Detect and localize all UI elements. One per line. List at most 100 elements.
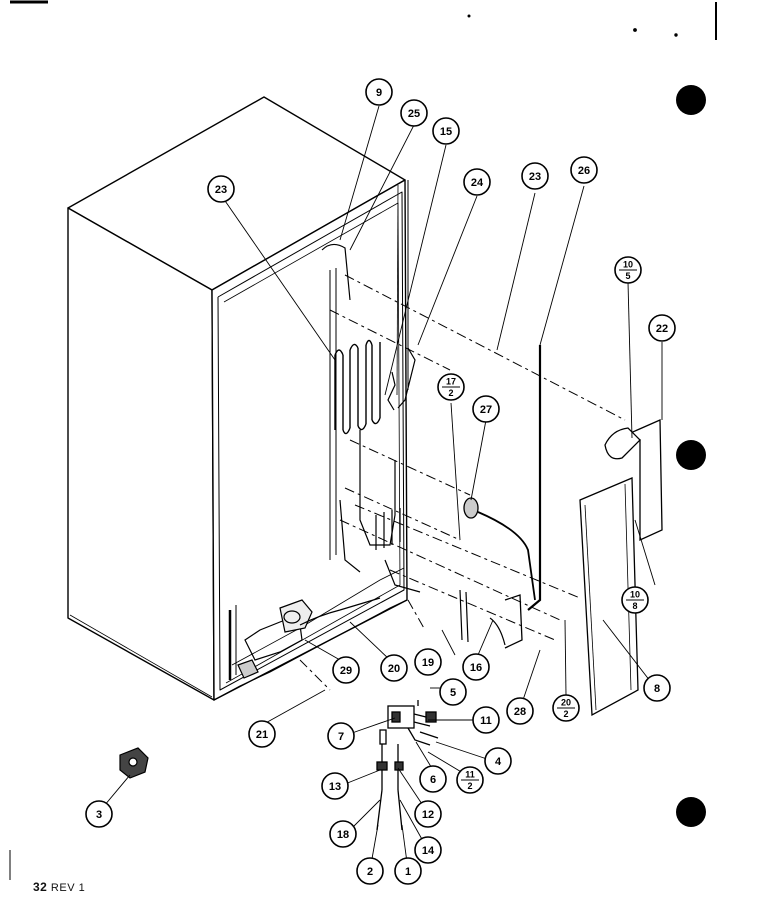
callout-17-2: 172 (437, 373, 465, 401)
callout-circle (332, 656, 360, 684)
callout-23b: 23 (521, 162, 549, 190)
callout-circle (329, 820, 357, 848)
callout-8: 8 (643, 674, 671, 702)
callout-label: 5 (450, 687, 456, 699)
callout-circle (570, 156, 598, 184)
callout-fraction-top: 20 (561, 698, 571, 708)
callout-fraction-top: 17 (446, 377, 456, 387)
callout-label: 2 (367, 866, 373, 878)
callout-9: 9 (365, 78, 393, 106)
callout-circle (462, 653, 490, 681)
callout-15: 15 (432, 117, 460, 145)
callout-fraction-bottom: 2 (467, 781, 472, 791)
callout-circle (85, 800, 113, 828)
callout-circle (439, 678, 467, 706)
binder-hole-bottom (676, 797, 706, 827)
callout-fraction-bottom: 8 (632, 601, 637, 611)
callout-circle (506, 697, 534, 725)
condenser-coil (321, 243, 381, 560)
callout-20: 20 (380, 654, 408, 682)
part-3 (119, 747, 149, 779)
callout-label: 21 (256, 729, 268, 741)
callout-circle (365, 78, 393, 106)
callout-25: 25 (400, 99, 428, 127)
callout-circle (400, 99, 428, 127)
callout-label: 11 (480, 715, 492, 727)
callout-label: 9 (376, 87, 382, 99)
callout-21: 21 (248, 720, 276, 748)
callout-circle (394, 857, 422, 885)
page-footer: 32 REV 1 (33, 880, 85, 894)
callout-fraction-bottom: 2 (448, 388, 453, 398)
callout-26: 26 (570, 156, 598, 184)
callout-label: 12 (422, 809, 434, 821)
callout-circle (419, 765, 447, 793)
callout-circle (414, 836, 442, 864)
callout-label: 29 (340, 665, 352, 677)
callout-6: 6 (419, 765, 447, 793)
callout-circle (414, 800, 442, 828)
callout-fraction-bottom: 5 (625, 271, 630, 281)
callout-label: 8 (654, 683, 660, 695)
callout-label: 16 (470, 662, 482, 674)
callout-label: 15 (440, 126, 452, 138)
callout-label: 27 (480, 404, 492, 416)
callout-label: 24 (471, 177, 484, 189)
callout-10-8: 108 (621, 586, 649, 614)
callout-circle (414, 648, 442, 676)
callout-label: 26 (578, 165, 590, 177)
callout-circle (207, 175, 235, 203)
callout-24: 24 (463, 168, 491, 196)
callout-7: 7 (327, 722, 355, 750)
callout-label: 7 (338, 731, 344, 743)
callout-14: 14 (414, 836, 442, 864)
callout-label: 14 (422, 845, 435, 857)
callout-label: 20 (388, 663, 400, 675)
callout-22: 22 (648, 314, 676, 342)
callout-label: 6 (430, 774, 436, 786)
water-valve-assembly (376, 700, 439, 831)
callout-circle (380, 654, 408, 682)
callout-circle (248, 720, 276, 748)
callout-circle (321, 772, 349, 800)
callout-1: 1 (394, 857, 422, 885)
harness (459, 345, 542, 649)
callout-27: 27 (472, 395, 500, 423)
callout-3: 3 (85, 800, 113, 828)
explode-lines (299, 274, 626, 691)
callout-label: 4 (495, 756, 502, 768)
callout-fraction-top: 10 (630, 590, 640, 600)
callout-label: 18 (337, 829, 349, 841)
callout-2: 2 (356, 857, 384, 885)
callout-circle (484, 747, 512, 775)
callout-circle (521, 162, 549, 190)
callout-label: 3 (96, 809, 102, 821)
callout-28: 28 (506, 697, 534, 725)
callout-fraction-top: 11 (465, 770, 475, 780)
binder-hole-top (676, 85, 706, 115)
callout-circle (643, 674, 671, 702)
tubing (339, 180, 421, 593)
callout-circle (327, 722, 355, 750)
callout-label: 23 (529, 171, 541, 183)
callout-label: 19 (422, 657, 434, 669)
callout-fraction-top: 10 (623, 260, 633, 270)
callout-label: 22 (656, 323, 668, 335)
callout-18: 18 (329, 820, 357, 848)
callout-16: 16 (462, 653, 490, 681)
callout-19: 19 (414, 648, 442, 676)
scan-marks (9, 0, 717, 880)
callout-11: 11 (472, 706, 500, 734)
callout-label: 13 (329, 781, 341, 793)
callout-23a: 23 (207, 175, 235, 203)
callout-29: 29 (332, 656, 360, 684)
panel-8 (579, 477, 639, 717)
callout-4: 4 (484, 747, 512, 775)
revision-label: REV 1 (50, 882, 86, 894)
back-panels (579, 419, 663, 717)
binder-hole-middle (676, 440, 706, 470)
callout-circle (648, 314, 676, 342)
callout-circle (432, 117, 460, 145)
